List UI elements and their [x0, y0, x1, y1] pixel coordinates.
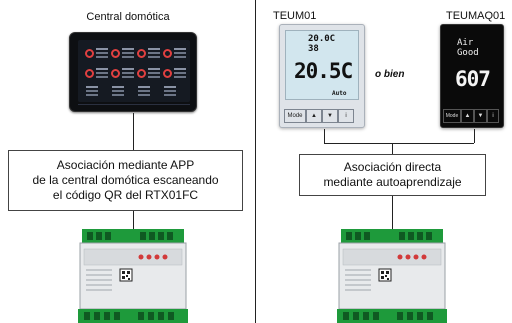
- down-arrow-icon[interactable]: ▼: [322, 109, 338, 123]
- teum01-thermostat: 20.0C 38 20.5C Auto Mode ▲ ▼ i: [279, 24, 365, 128]
- app-box-line-2: de la central domótica escaneando: [32, 173, 219, 187]
- setpoint-value: 20.0C: [308, 34, 336, 44]
- connector-line: [324, 143, 474, 144]
- connector-line: [392, 196, 393, 230]
- direct-box-line-1: Asociación directa: [343, 160, 442, 174]
- tablet-tile: [136, 66, 160, 84]
- receiver-module: [78, 229, 188, 323]
- tablet-tile: [84, 66, 108, 84]
- connector-line: [392, 143, 393, 154]
- connector-line: [133, 211, 134, 229]
- mode-button[interactable]: Mode: [443, 109, 461, 123]
- info-button[interactable]: i: [487, 109, 499, 123]
- tablet-screen: [78, 40, 190, 102]
- app-association-box: Asociación mediante APP de la central do…: [8, 150, 243, 211]
- tablet-tile: [110, 84, 134, 102]
- connector-line: [133, 113, 134, 150]
- auto-label: Auto: [332, 90, 347, 97]
- thermostat-lcd: 20.0C 38 20.5C Auto: [285, 30, 359, 100]
- direct-box-line-2: mediante autoaprendizaje: [323, 175, 462, 189]
- info-button[interactable]: i: [338, 109, 354, 123]
- good-label: Good: [457, 48, 479, 58]
- central-title: Central domótica: [86, 11, 170, 23]
- down-arrow-icon[interactable]: ▼: [474, 109, 487, 123]
- mode-button[interactable]: Mode: [284, 109, 306, 123]
- tablet-tile: [110, 66, 134, 84]
- tablet-tile: [136, 46, 160, 64]
- app-box-line-3: el código QR del RTX01FC: [52, 188, 199, 202]
- up-arrow-icon[interactable]: ▲: [306, 109, 322, 123]
- receiver-module: [337, 229, 447, 323]
- app-box-line-1: Asociación mediante APP: [56, 158, 195, 172]
- section-divider: [255, 0, 256, 323]
- tablet-tile: [84, 46, 108, 64]
- teumaq01-thermostat: Air Good 607 Mode ▲ ▼ i: [440, 24, 504, 128]
- thermostat-buttons: Mode ▲ ▼ i: [441, 109, 503, 123]
- tablet-tile: [162, 66, 186, 84]
- tablet-tile: [136, 84, 160, 102]
- thermostat1-title: TEUM01: [273, 10, 317, 22]
- or-label: o bien: [375, 69, 405, 80]
- tablet-nav-bar: [78, 104, 190, 109]
- tablet-tile: [110, 46, 134, 64]
- home-automation-tablet: [69, 32, 197, 112]
- tablet-tile: [162, 46, 186, 64]
- connector-line: [474, 129, 475, 143]
- temperature-value: 20.5C: [294, 59, 353, 83]
- co2-value: 607: [455, 67, 491, 91]
- thermostat2-title: TEUMAQ01: [446, 10, 506, 22]
- connector-line: [324, 129, 325, 143]
- tablet-tile: [162, 84, 186, 102]
- direct-association-box: Asociación directa mediante autoaprendiz…: [299, 154, 486, 196]
- thermostat-buttons: Mode ▲ ▼ i: [280, 109, 364, 123]
- humidity-value: 38: [308, 44, 319, 54]
- air-label: Air: [457, 38, 474, 48]
- tablet-tile: [84, 84, 108, 102]
- up-arrow-icon[interactable]: ▲: [461, 109, 474, 123]
